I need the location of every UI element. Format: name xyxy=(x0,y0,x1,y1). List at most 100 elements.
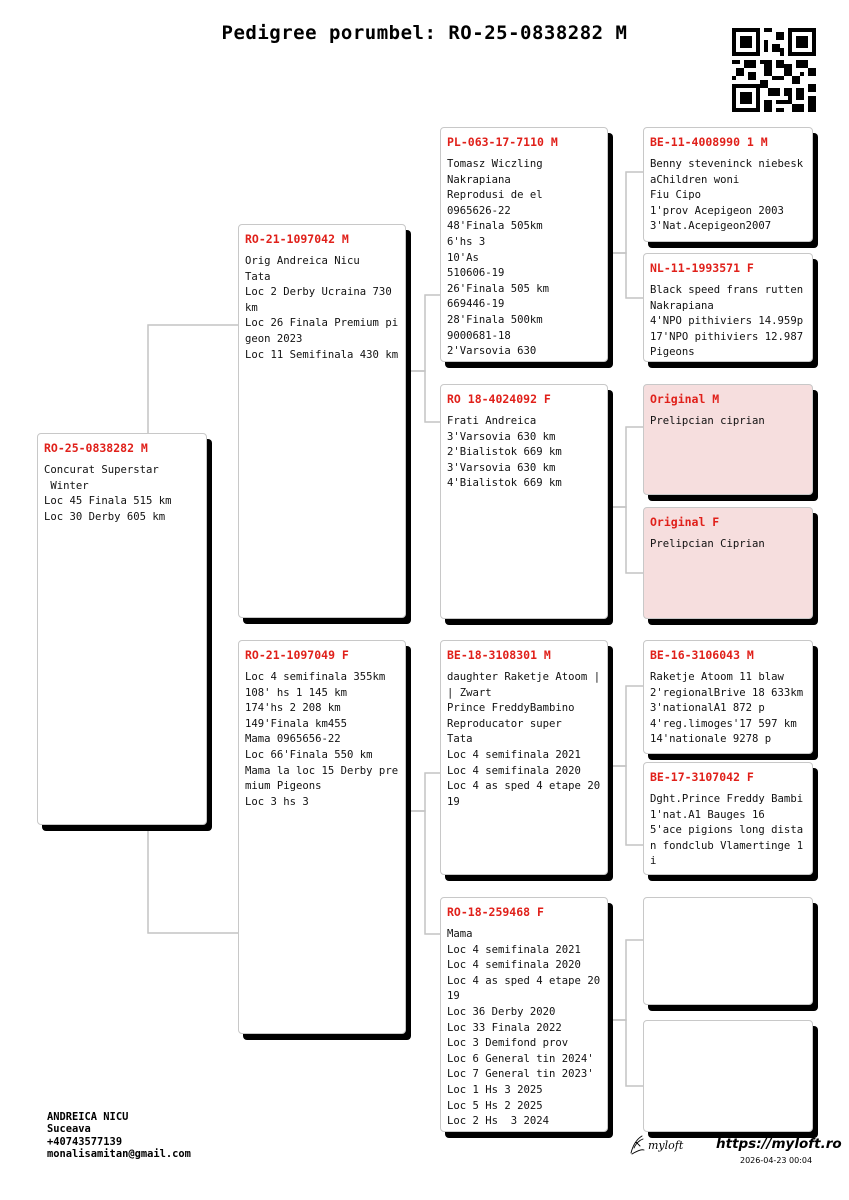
note-line: 6'hs 3 xyxy=(447,235,486,248)
note-line: Prince FreddyBambino xyxy=(447,702,575,715)
ring-number: BE-17-3107042 F xyxy=(650,770,754,784)
note-line: 174'hs 2 208 km xyxy=(245,702,341,715)
note-line: 1'prov Acepigeon 2003 xyxy=(650,204,784,217)
note-line: Tata xyxy=(447,733,473,746)
note-line: Loc 4 semifinala 2021 xyxy=(447,748,581,761)
note-line: 9000681-18 xyxy=(447,329,511,342)
ring-number: Original F xyxy=(650,515,720,529)
pedigree-box-gen3-mmf[interactable] xyxy=(643,897,813,1005)
note-line: Winter xyxy=(44,479,89,492)
note-line: i xyxy=(650,855,657,868)
note-line: 4'NPO pithiviers 14.959p xyxy=(650,315,804,328)
note-line: Pigeons xyxy=(650,346,695,359)
pedigree-box-gen3-mmm[interactable] xyxy=(643,1020,813,1132)
note-line: Orig Andreica Nicu xyxy=(245,255,360,267)
note-line: Loc 7 General tin 2023' xyxy=(447,1068,594,1081)
ring-number: RO-18-259468 F xyxy=(447,905,544,919)
note-line: Reproducator super xyxy=(447,717,562,730)
note-line: 5'ace pigions long dista xyxy=(650,824,804,837)
owner-contact: ANDREICA NICU Suceava +40743577139 monal… xyxy=(47,1111,191,1161)
connector-mm-mmm xyxy=(608,1019,643,1087)
note-line: Loc 4 semifinala 2020 xyxy=(447,959,581,972)
note-line: 510606-19 xyxy=(447,267,505,280)
connector-mother-mf xyxy=(406,772,440,812)
note-line: 26'Finala 505 km xyxy=(447,282,550,295)
note-line: Prelipcian ciprian xyxy=(650,415,765,427)
note-line: 149'Finala km455 xyxy=(245,717,348,730)
pedigree-box-gen3-fff[interactable]: BE-11-4008990 1 M Benny steveninck niebe… xyxy=(643,127,813,242)
note-line: Mama xyxy=(447,928,473,940)
note-line: Loc 3 Demifond prov xyxy=(447,1037,569,1050)
note-line: Loc 26 Finala Premium pi xyxy=(245,317,399,330)
note-line: Loc 66'Finala 550 km xyxy=(245,748,373,761)
note-line: Loc 4 as sped 4 etape 20 xyxy=(447,974,601,987)
owner-city: Suceava xyxy=(47,1123,91,1136)
ring-number: NL-11-1993571 F xyxy=(650,261,754,275)
note-line: | Zwart xyxy=(447,686,492,699)
ring-number: PL-063-17-7110 M xyxy=(447,135,558,149)
note-line: Loc 1 Hs 3 2025 xyxy=(447,1083,543,1096)
note-line: Reprodusi de el xyxy=(447,189,543,202)
note-line: 2'Varsovia 630 xyxy=(447,345,537,358)
note-line: Loc 4 semifinala 355km xyxy=(245,671,386,683)
pigeon-notes: Prelipcian Ciprian xyxy=(650,537,806,553)
note-line: Tomasz Wiczling xyxy=(447,158,543,170)
note-line: Loc 5 Hs 2 2025 xyxy=(447,1099,543,1112)
pedigree-box-maternal-grandfather[interactable]: BE-18-3108301 M daughter Raketje Atoom |… xyxy=(440,640,608,875)
note-line: Loc 36 Derby 2020 xyxy=(447,1005,556,1018)
note-line: Concurat Superstar xyxy=(44,464,159,476)
note-line: Benny steveninck niebesk xyxy=(650,158,804,170)
note-line: 669446-19 xyxy=(447,298,505,311)
connector-mf-mff xyxy=(608,685,643,767)
note-line: 10'As xyxy=(447,251,479,264)
note-line: 19 xyxy=(447,795,460,808)
pedigree-box-gen3-mfm[interactable]: BE-17-3107042 F Dght.Prince Freddy Bambi… xyxy=(643,762,813,875)
owner-email[interactable]: monalisamitan@gmail.com xyxy=(47,1148,191,1161)
note-line: mium Pigeons xyxy=(245,780,322,793)
note-line: Loc 33 Finala 2022 xyxy=(447,1021,562,1034)
connector-fm-fmf xyxy=(608,426,643,508)
pedigree-box-subject[interactable]: RO-25-0838282 M Concurat Superstar Winte… xyxy=(37,433,207,825)
pedigree-box-gen3-fmf[interactable]: Original M Prelipcian ciprian xyxy=(643,384,813,495)
note-line: Mama 0965656-22 xyxy=(245,733,341,746)
pedigree-box-gen3-fmm[interactable]: Original F Prelipcian Ciprian xyxy=(643,507,813,619)
website-link[interactable]: https://myloft.ro xyxy=(716,1136,842,1152)
note-line: 3'Varsovia 630 km xyxy=(447,430,556,443)
ring-number: RO-25-0838282 M xyxy=(44,441,148,455)
note-line: 2'regionalBrive 18 633km xyxy=(650,686,804,699)
note-line: 28'Finala 500km xyxy=(447,313,543,326)
note-line: 3'Varsovia 630 km xyxy=(447,461,556,474)
note-line: Loc 4 semifinala 2020 xyxy=(447,764,581,777)
note-line: Loc 2 Hs 3 2024 xyxy=(447,1115,550,1128)
generated-timestamp: 2026-04-23 00:04 xyxy=(740,1156,813,1165)
note-line: 17'NPO pithiviers 12.987 xyxy=(650,330,804,343)
note-line: 2'Bialistok 669 km xyxy=(447,446,562,459)
note-line: 48'Finala 505km xyxy=(447,220,543,233)
ring-number: BE-11-4008990 1 M xyxy=(650,135,768,149)
note-line: Loc 3 hs 3 xyxy=(245,795,309,808)
note-line: Loc 45 Finala 515 km xyxy=(44,495,172,508)
note-line: n fondclub Vlamertinge 1 xyxy=(650,839,804,852)
svg-text:myloft: myloft xyxy=(648,1139,684,1152)
pedigree-box-gen3-ffm[interactable]: NL-11-1993571 F Black speed frans rutten… xyxy=(643,253,813,362)
myloft-logo-icon: myloft xyxy=(630,1135,684,1155)
note-line: 19 xyxy=(447,990,460,1003)
note-line: Loc 11 Semifinala 430 km xyxy=(245,348,399,361)
note-line: 1'nat.A1 Bauges 16 xyxy=(650,808,765,821)
note-line: 3'nationalA1 872 p xyxy=(650,702,765,715)
